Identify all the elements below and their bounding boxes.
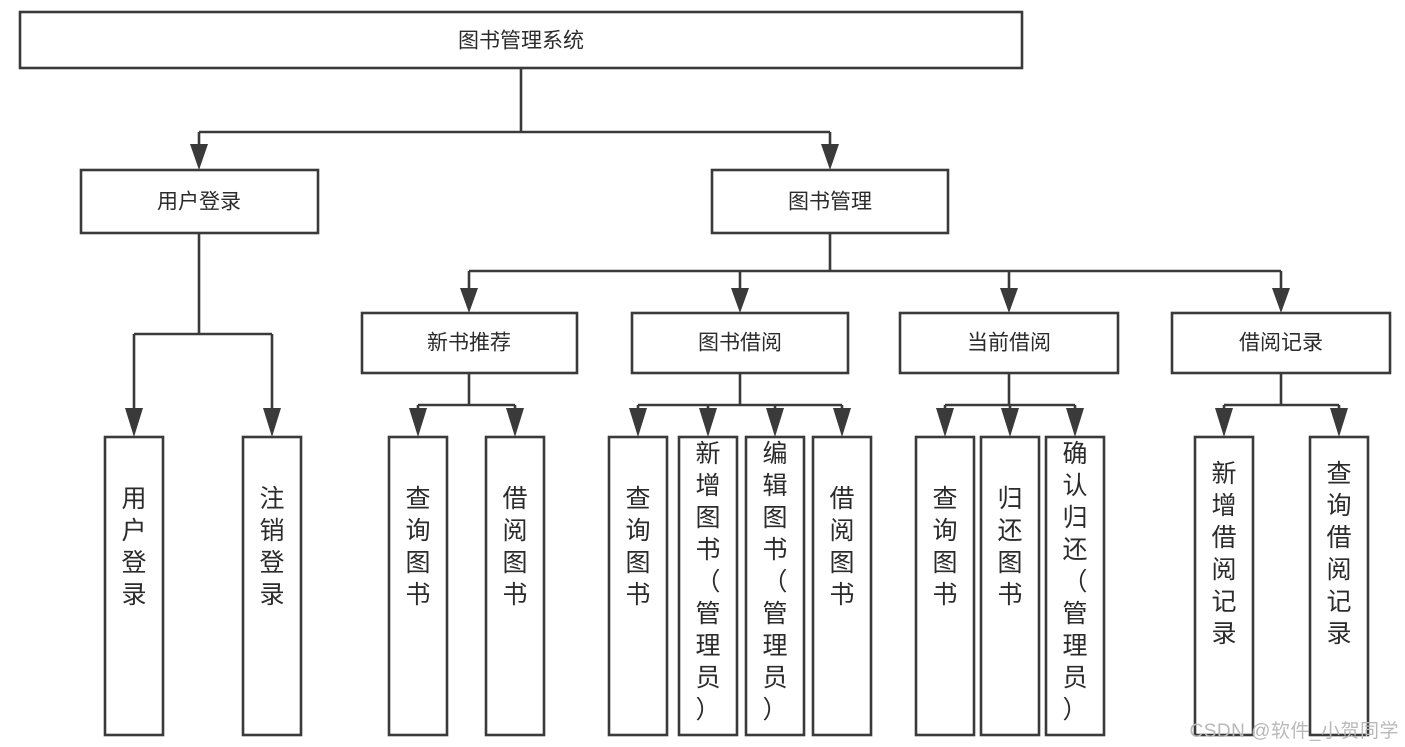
node-leaf-add-record-box[interactable] — [1193, 435, 1255, 737]
node-book-borrow[interactable]: 图书借阅 — [630, 311, 850, 375]
node-leaf-query-book-1[interactable]: 查询图书 — [387, 435, 449, 737]
arrow-head-user-login — [190, 144, 208, 170]
node-leaf-borrow-book-1-label: 借阅图书 — [502, 485, 527, 609]
node-new-book-rec-box[interactable] — [360, 311, 579, 375]
arrow-head-leaf-confirm-return — [1066, 408, 1084, 437]
node-book-manage-label: 图书管理 — [788, 191, 872, 214]
node-leaf-query-record[interactable]: 查询借阅记录 — [1308, 435, 1370, 737]
node-book-borrow-label: 图书借阅 — [698, 332, 782, 355]
node-leaf-query-book-2-box[interactable] — [607, 435, 669, 737]
arrow-head-current-borrow — [1000, 288, 1018, 313]
arrow-head-leaf-logout — [263, 408, 281, 437]
arrow-head-borrow-record — [1272, 288, 1290, 313]
arrow-head-leaf-query-book-2 — [629, 408, 647, 437]
node-leaf-query-record-label: 查询借阅记录 — [1326, 460, 1351, 648]
node-user-login-box[interactable] — [79, 168, 320, 235]
node-leaf-query-book-1-box[interactable] — [387, 435, 449, 737]
node-leaf-edit-book[interactable]: 编辑图书（管理员） — [744, 435, 806, 737]
arrow-head-book-manage — [821, 144, 839, 170]
node-leaf-user-login-box[interactable] — [103, 435, 165, 737]
node-leaf-confirm-return[interactable]: 确认归还（管理员） — [1044, 435, 1106, 737]
node-leaf-user-login[interactable]: 用户登录 — [103, 435, 165, 737]
node-leaf-query-book-2[interactable]: 查询图书 — [607, 435, 669, 737]
node-leaf-borrow-book-1-box[interactable] — [484, 435, 546, 737]
node-leaf-add-record[interactable]: 新增借阅记录 — [1193, 435, 1255, 737]
node-leaf-confirm-return-box[interactable] — [1044, 435, 1106, 737]
arrow-head-leaf-add-record — [1215, 408, 1233, 437]
node-leaf-return-book-label: 归还图书 — [997, 485, 1022, 609]
node-leaf-query-book-3-label: 查询图书 — [932, 485, 957, 609]
node-leaf-add-book-label: 新增图书（管理员） — [695, 440, 720, 724]
node-current-borrow-label: 当前借阅 — [967, 332, 1051, 355]
node-new-book-rec[interactable]: 新书推荐 — [360, 311, 579, 375]
node-leaf-borrow-book-2[interactable]: 借阅图书 — [811, 435, 873, 737]
node-leaf-query-book-3-box[interactable] — [914, 435, 976, 737]
node-leaf-logout[interactable]: 注销登录 — [241, 435, 303, 737]
node-leaf-edit-book-label: 编辑图书（管理员） — [762, 440, 787, 724]
node-leaf-query-record-box[interactable] — [1308, 435, 1370, 737]
node-leaf-user-login-label: 用户登录 — [121, 485, 146, 609]
node-leaf-add-record-label: 新增借阅记录 — [1211, 460, 1236, 648]
arrow-head-leaf-query-record — [1330, 408, 1348, 437]
node-borrow-record-label: 借阅记录 — [1239, 332, 1323, 355]
arrow-head-leaf-borrow-book-1 — [506, 408, 524, 437]
node-leaf-add-book[interactable]: 新增图书（管理员） — [677, 435, 739, 737]
node-root-label: 图书管理系统 — [458, 30, 584, 53]
node-user-login[interactable]: 用户登录 — [79, 168, 320, 235]
node-current-borrow[interactable]: 当前借阅 — [898, 311, 1120, 375]
node-leaf-borrow-book-1[interactable]: 借阅图书 — [484, 435, 546, 737]
node-leaf-logout-label: 注销登录 — [259, 485, 284, 609]
node-leaf-borrow-book-2-label: 借阅图书 — [829, 485, 854, 609]
node-leaf-query-book-2-label: 查询图书 — [625, 485, 650, 609]
arrow-head-new-book-rec — [460, 288, 478, 313]
node-leaf-logout-box[interactable] — [241, 435, 303, 737]
node-leaf-edit-book-box[interactable] — [744, 435, 806, 737]
arrow-head-leaf-query-book-1 — [409, 408, 427, 437]
node-root[interactable]: 图书管理系统 — [18, 10, 1024, 70]
arrow-head-leaf-add-book — [699, 408, 717, 437]
arrow-head-leaf-user-login — [125, 408, 143, 437]
arrow-head-leaf-borrow-book-2 — [833, 408, 851, 437]
connector-layer — [125, 68, 1348, 437]
node-leaf-add-book-box[interactable] — [677, 435, 739, 737]
node-leaf-query-book-3[interactable]: 查询图书 — [914, 435, 976, 737]
node-leaf-borrow-book-2-box[interactable] — [811, 435, 873, 737]
node-leaf-return-book-box[interactable] — [979, 435, 1041, 737]
arrow-head-book-borrow — [731, 288, 749, 313]
node-new-book-rec-label: 新书推荐 — [427, 332, 511, 355]
node-book-borrow-box[interactable] — [630, 311, 850, 375]
node-user-login-label: 用户登录 — [157, 191, 241, 214]
node-leaf-query-book-1-label: 查询图书 — [405, 485, 430, 609]
node-current-borrow-box[interactable] — [898, 311, 1120, 375]
node-borrow-record-box[interactable] — [1170, 311, 1392, 375]
node-book-manage-box[interactable] — [710, 168, 950, 235]
arrow-head-leaf-query-book-3 — [936, 408, 954, 437]
node-leaf-confirm-return-label: 确认归还（管理员） — [1062, 440, 1087, 724]
node-leaf-return-book[interactable]: 归还图书 — [979, 435, 1041, 737]
arrow-head-leaf-return-book — [1001, 408, 1019, 437]
node-root-box[interactable] — [18, 10, 1024, 70]
arrow-head-leaf-edit-book — [766, 408, 784, 437]
node-book-manage[interactable]: 图书管理 — [710, 168, 950, 235]
node-borrow-record[interactable]: 借阅记录 — [1170, 311, 1392, 375]
csdn-watermark: CSDN @软件_小贺同学 — [1189, 721, 1399, 742]
